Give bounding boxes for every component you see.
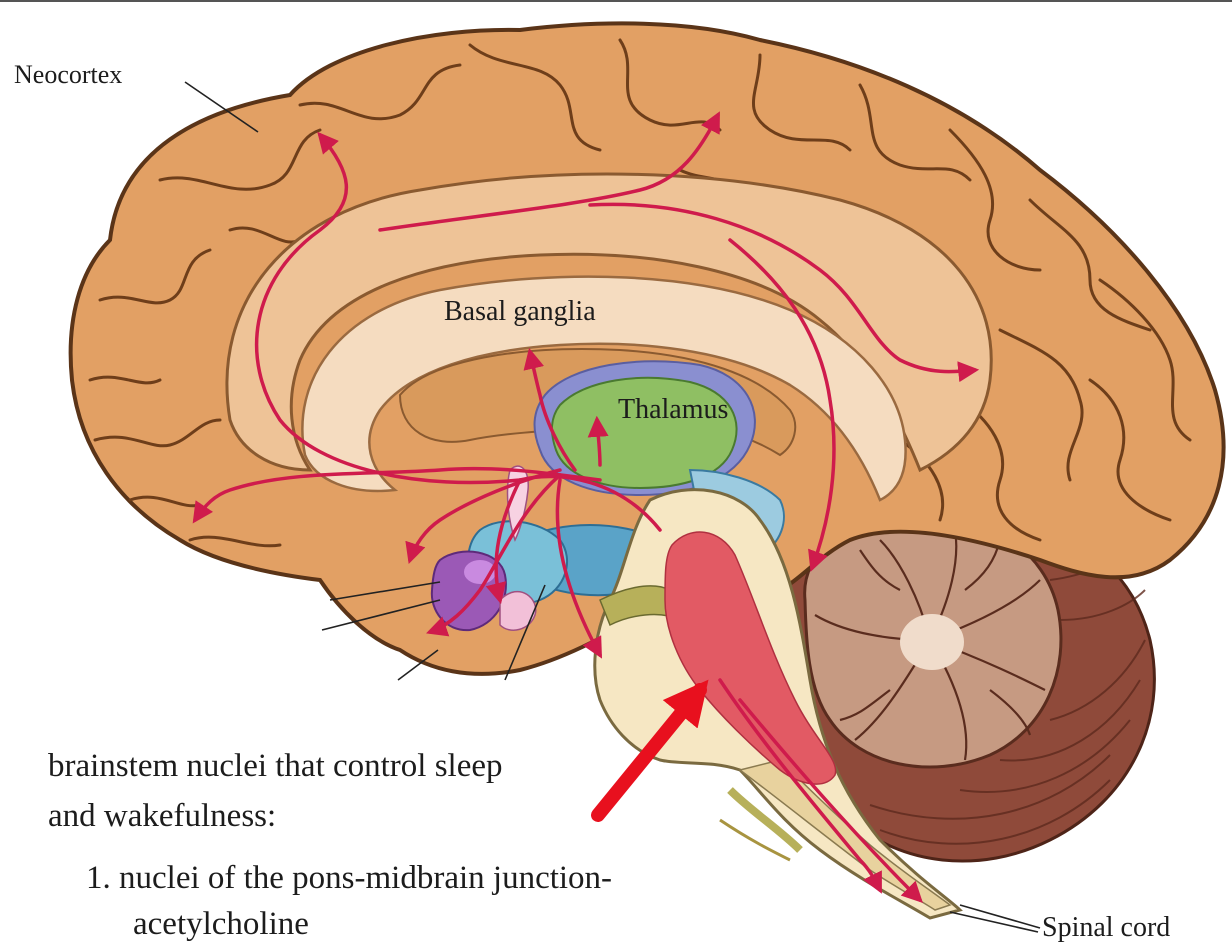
caption-line-2: and wakefulness: [48, 800, 276, 833]
caption-item-1-line-1: 1. nuclei of the pons-midbrain junction- [86, 862, 612, 895]
neocortex-label: Neocortex [14, 62, 122, 88]
caption-line-1: brainstem nuclei that control sleep [48, 750, 503, 783]
thalamus-label: Thalamus [618, 396, 728, 424]
basal-ganglia-label: Basal ganglia [444, 298, 596, 326]
spinal-cord-label: Spinal cord [1042, 914, 1170, 942]
caption-item-1-line-2: acetylcholine [133, 908, 309, 941]
